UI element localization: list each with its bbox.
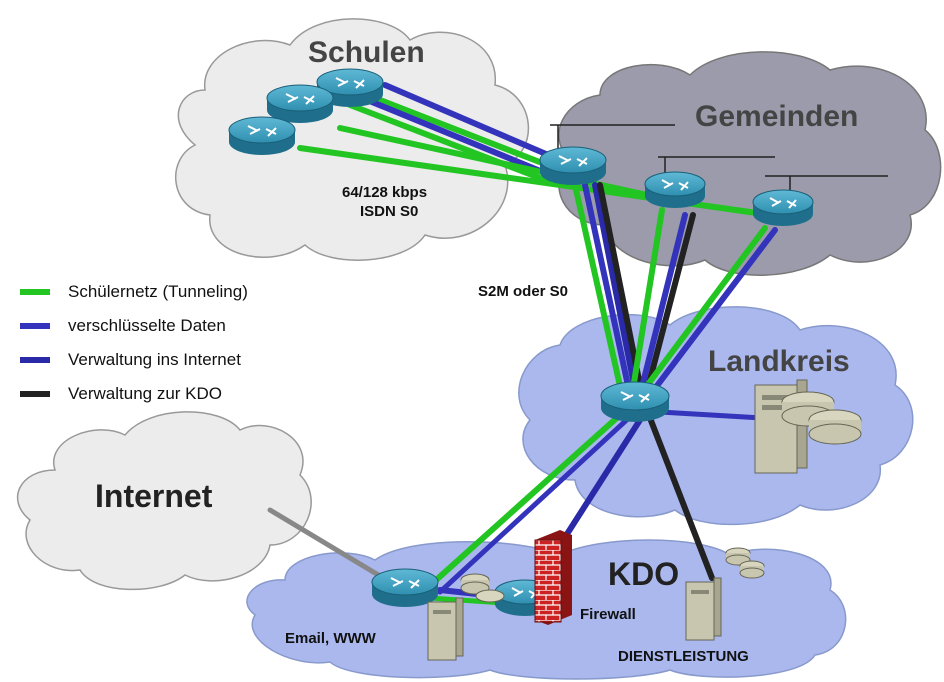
firewall-label: Firewall <box>580 606 636 623</box>
cloud-gemeinden <box>558 51 942 276</box>
router-schulen-1 <box>316 68 384 107</box>
cloud-title-internet: Internet <box>95 478 213 514</box>
s2m-label: S2M oder S0 <box>478 283 569 300</box>
cloud-internet <box>16 411 312 591</box>
router-gemeinden-3 <box>752 189 814 226</box>
router-kdo-1 <box>371 568 439 607</box>
storage-landkreis <box>781 391 862 445</box>
cloud-title-kdo: KDO <box>608 556 680 592</box>
legend-swatch-blue <box>20 323 50 329</box>
legend-label: verschlüsselte Daten <box>68 316 226 335</box>
cloud-title-schulen: Schulen <box>308 36 425 69</box>
legend-item-verwaltung-kdo: Verwaltung zur KDO <box>20 377 248 411</box>
legend-swatch-black <box>20 391 50 397</box>
legend-item-schuelernetz: Schülernetz (Tunneling) <box>20 275 248 309</box>
legend-label: Verwaltung ins Internet <box>68 350 241 369</box>
server-dienstleistung <box>685 577 722 641</box>
network-links <box>267 82 778 607</box>
storage-kdo-right <box>725 547 765 579</box>
firewall-icon <box>534 530 572 625</box>
router-schulen-3 <box>228 116 296 155</box>
router-schulen-2 <box>266 84 334 123</box>
legend-swatch-darkblue <box>20 357 50 363</box>
legend: Schülernetz (Tunneling) verschlüsselte D… <box>20 275 248 411</box>
email-www-label: Email, WWW <box>285 630 376 647</box>
legend-item-verwaltung-internet: Verwaltung ins Internet <box>20 343 248 377</box>
gemeinden-lan-lines <box>550 124 888 196</box>
isdn-label: ISDN S0 <box>360 203 419 220</box>
router-gemeinden-2 <box>644 171 706 208</box>
cloud-schulen <box>174 18 530 261</box>
storage-kdo-left <box>460 573 505 603</box>
router-landkreis <box>600 381 670 422</box>
legend-label: Schülernetz (Tunneling) <box>68 282 248 301</box>
legend-item-verschluesselt: verschlüsselte Daten <box>20 309 248 343</box>
legend-label: Verwaltung zur KDO <box>68 384 223 403</box>
bandwidth-label: 64/128 kbps <box>342 184 428 201</box>
dienstleistung-label: DIENSTLEISTUNG <box>618 648 749 665</box>
cloud-title-landkreis: Landkreis <box>708 345 850 378</box>
server-email-www <box>427 597 464 661</box>
legend-swatch-green <box>20 289 50 295</box>
router-gemeinden-1 <box>539 146 607 185</box>
cloud-title-gemeinden: Gemeinden <box>695 100 859 133</box>
